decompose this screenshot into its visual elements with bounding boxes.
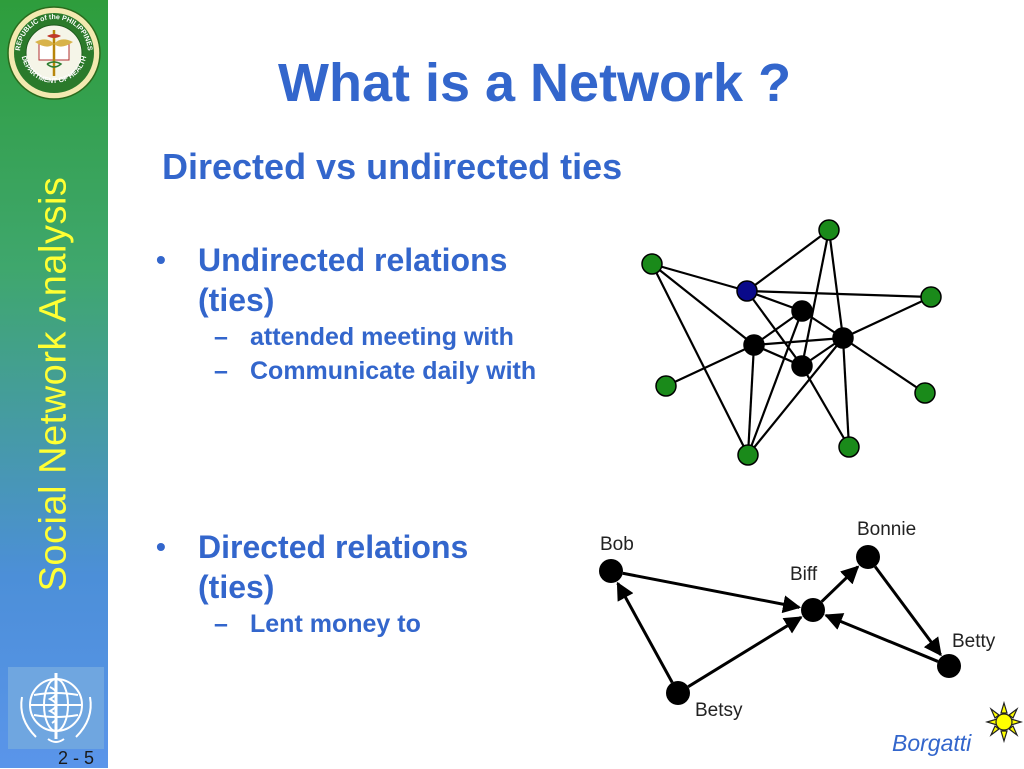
person-label: Biff — [790, 564, 818, 585]
network-node — [737, 444, 759, 466]
sub-bullet-text: Lent money to — [250, 610, 421, 638]
slide-title: What is a Network ? — [278, 53, 792, 113]
person-label: Bob — [600, 534, 634, 555]
sub-bullet-item: – attended meeting with — [214, 320, 550, 354]
bullet-item: • Directed relations (ties) — [150, 527, 550, 607]
network-edge — [747, 337, 844, 456]
network-edge — [842, 296, 932, 339]
person-label: Betty — [952, 631, 996, 652]
directed-edge — [616, 581, 674, 684]
network-edge — [746, 229, 830, 292]
sidebar: REPUBLIC of the PHILIPPINES DEPARTMENT O… — [0, 0, 108, 768]
undirected-network-diagram — [641, 219, 942, 466]
network-edge — [651, 262, 748, 293]
bullet-marker: • — [156, 244, 166, 275]
sub-bullet-marker: – — [214, 357, 228, 385]
network-edge — [842, 337, 926, 394]
bullet-group-directed: • Directed relations (ties) – Lent money… — [150, 527, 550, 641]
network-node — [743, 334, 765, 356]
author-name: Borgatti — [892, 730, 972, 756]
bullet-marker: • — [156, 531, 166, 562]
person-node — [937, 654, 961, 678]
network-node — [920, 286, 942, 308]
sun-icon — [985, 701, 1023, 743]
network-node — [914, 382, 936, 404]
network-node — [838, 436, 860, 458]
sub-bullet-marker: – — [214, 610, 228, 638]
directed-edge — [873, 565, 942, 657]
network-node — [791, 355, 813, 377]
person-node — [599, 559, 623, 583]
network-edge — [753, 336, 844, 347]
network-node — [641, 253, 663, 275]
person-label: Bonnie — [857, 519, 916, 540]
sub-bullet-text: attended meeting with — [250, 323, 514, 351]
network-edge — [746, 290, 803, 367]
person-node — [666, 681, 690, 705]
network-edge — [746, 344, 756, 456]
directed-edge — [820, 565, 860, 603]
network-node — [736, 280, 758, 302]
person-node — [856, 545, 880, 569]
sub-bullet-item: – Lent money to — [214, 607, 550, 641]
network-edge — [746, 310, 804, 456]
slide-subtitle: Directed vs undirected ties — [162, 146, 623, 187]
network-edge — [827, 229, 845, 339]
network-node — [832, 327, 854, 349]
sub-bullet-marker: – — [214, 323, 228, 351]
bullet-group-undirected: • Undirected relations (ties) – attended… — [150, 240, 550, 388]
network-node — [818, 219, 840, 241]
bullet-item: • Undirected relations (ties) — [150, 240, 550, 320]
who-emblem-logo — [8, 667, 104, 749]
person-label: Betsy — [695, 700, 743, 721]
slide-number: 2 - 5 — [58, 748, 95, 768]
directed-edge — [824, 613, 939, 663]
vertical-course-title: Social Network Analysis — [32, 176, 75, 592]
network-node — [791, 300, 813, 322]
bullet-text: Undirected relations (ties) — [198, 242, 508, 318]
directed-edge — [687, 616, 803, 688]
doh-seal-logo: REPUBLIC of the PHILIPPINES DEPARTMENT O… — [7, 6, 101, 100]
directed-edge — [622, 571, 802, 614]
network-edge — [800, 229, 831, 367]
network-edge — [651, 263, 749, 456]
sub-bullet-item: – Communicate daily with — [214, 354, 550, 388]
network-edge — [665, 344, 755, 387]
sub-bullet-text: Communicate daily with — [250, 357, 537, 385]
network-edge — [746, 289, 932, 299]
network-node — [655, 375, 677, 397]
bullet-text: Directed relations (ties) — [198, 529, 469, 605]
network-edge — [841, 337, 851, 448]
network-edge — [651, 263, 755, 346]
person-node — [801, 598, 825, 622]
network-edge — [801, 365, 850, 448]
